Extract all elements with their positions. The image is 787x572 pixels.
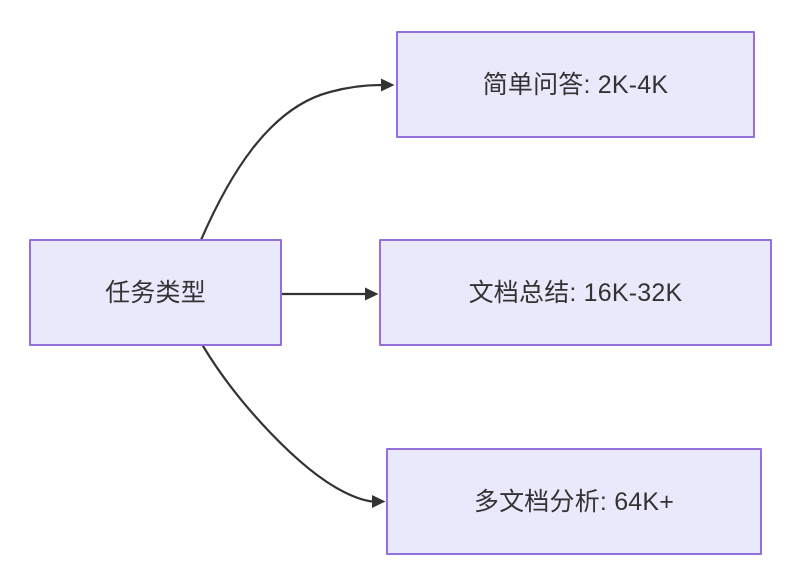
edge-path-multi-doc <box>201 344 374 503</box>
node-doc-summary[interactable]: 文档总结: 16K-32K <box>379 239 772 346</box>
node-simple-qa[interactable]: 简单问答: 2K-4K <box>396 31 755 138</box>
arrowhead-simple-qa <box>381 78 395 92</box>
node-task-type[interactable]: 任务类型 <box>29 239 282 346</box>
edge-path-simple-qa <box>199 83 383 242</box>
node-doc-summary-label: 文档总结: 16K-32K <box>468 278 683 307</box>
node-multi-doc[interactable]: 多文档分析: 64K+ <box>386 448 762 555</box>
node-simple-qa-label: 简单问答: 2K-4K <box>482 70 669 99</box>
arrowhead-doc-summary <box>365 287 379 301</box>
edge-root-to-simple-qa <box>199 78 395 242</box>
edge-root-to-doc-summary <box>280 287 379 301</box>
edge-root-to-multi-doc <box>201 344 386 508</box>
node-task-type-label: 任务类型 <box>105 278 206 307</box>
arrowhead-multi-doc <box>372 495 386 508</box>
node-multi-doc-label: 多文档分析: 64K+ <box>473 487 675 516</box>
